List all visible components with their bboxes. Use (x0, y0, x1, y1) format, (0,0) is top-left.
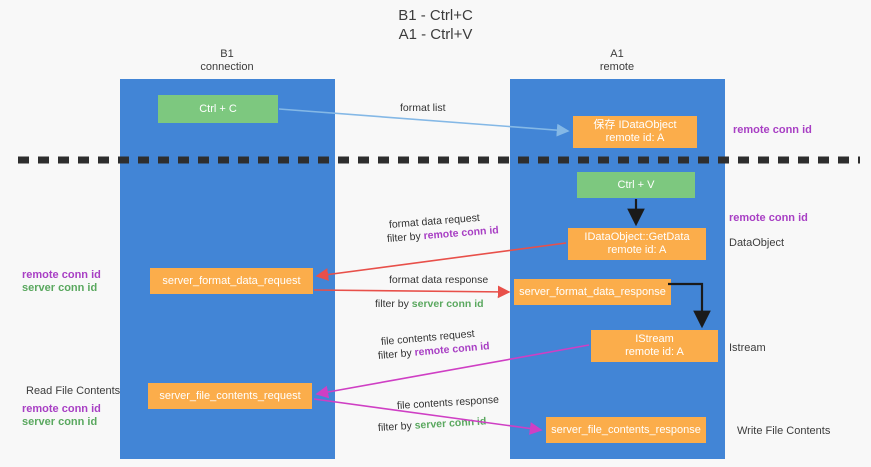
page-title: B1 - Ctrl+C A1 - Ctrl+V (0, 6, 871, 44)
edge-label-filter-prefix-3: filter by (377, 346, 416, 362)
annotation-left-remote-conn-id-mid: remote conn id (22, 269, 101, 281)
node-ctrl-v-label: Ctrl + V (617, 178, 655, 191)
node-ctrl-c-label: Ctrl + C (199, 102, 237, 115)
node-server-format-data-request[interactable]: server_format_data_request (150, 268, 313, 294)
edge-label-format-data-response-filter: filter by server conn id (375, 298, 484, 311)
column-header-a1-name: A1 (610, 48, 624, 60)
edge-label-file-contents-response-text: file contents response (396, 393, 500, 412)
node-idataobject-label: 保存 IDataObject (593, 119, 677, 131)
node-server-format-data-response[interactable]: server_format_data_response (514, 279, 671, 305)
edge-label-format-list-text: format list (400, 102, 446, 114)
node-ctrl-v[interactable]: Ctrl + V (577, 172, 695, 198)
edge-label-filter-prefix: filter by (386, 230, 425, 245)
node-idataobject-getdata[interactable]: IDataObject::GetData remote id: A (568, 228, 706, 260)
edge-label-filter-key-server-conn-id: server conn id (411, 298, 484, 310)
page-title-line-2: A1 - Ctrl+V (398, 26, 473, 43)
node-idataobject-sub: remote id: A (605, 132, 665, 144)
edge-label-format-data-response: format data response (389, 274, 488, 287)
annotation-right-remote-conn-id-top: remote conn id (733, 124, 812, 136)
annotation-left-server-conn-id-bot: server conn id (22, 416, 98, 428)
annotation-left-remote-conn-id-bot: remote conn id (22, 403, 101, 415)
edge-label-format-list: format list (400, 102, 446, 115)
node-istream-label: IStream (635, 333, 674, 345)
node-server-format-data-response-label: server_format_data_response (519, 285, 666, 298)
edge-label-filter-prefix-4: filter by (377, 419, 416, 434)
node-istream-sub: remote id: A (625, 346, 684, 358)
annotation-left-read-file-contents: Read File Contents (26, 385, 121, 397)
node-istream[interactable]: IStream remote id: A (591, 330, 718, 362)
page-title-line-1: B1 - Ctrl+C (398, 7, 473, 24)
edge-label-filter-key-server-conn-id-2: server conn id (414, 415, 487, 432)
annotation-right-dataobject: DataObject (729, 237, 785, 249)
node-getdata-sub: remote id: A (607, 244, 667, 256)
annotation-left-server-conn-id-mid: server conn id (22, 282, 98, 294)
column-header-a1: A1 remote (537, 48, 697, 74)
node-idataobject[interactable]: 保存 IDataObject remote id: A (573, 116, 697, 148)
column-header-b1-sub: connection (200, 61, 254, 73)
arrow-format-data-response (313, 285, 511, 299)
node-server-format-data-request-label: server_format_data_request (162, 274, 301, 287)
annotation-right-remote-conn-id-mid: remote conn id (729, 212, 808, 224)
node-server-file-contents-request[interactable]: server_file_contents_request (148, 383, 312, 409)
edge-label-filter-prefix-2: filter by (375, 298, 412, 310)
node-server-file-contents-response[interactable]: server_file_contents_response (546, 417, 706, 443)
annotation-right-write-file-contents: Write File Contents (737, 425, 831, 437)
node-server-file-contents-request-label: server_file_contents_request (159, 389, 301, 402)
edge-label-file-contents-response: file contents response (397, 394, 500, 413)
annotation-right-istream: Istream (729, 342, 766, 354)
edge-label-file-contents-response-filter: filter by server conn id (378, 415, 487, 435)
node-getdata-label: IDataObject::GetData (584, 231, 690, 243)
node-ctrl-c[interactable]: Ctrl + C (158, 95, 278, 123)
column-header-b1: B1 connection (147, 48, 307, 74)
column-header-a1-sub: remote (599, 61, 635, 73)
edge-label-format-data-response-text: format data response (389, 274, 489, 286)
node-server-file-contents-response-label: server_file_contents_response (551, 423, 701, 436)
column-header-b1-name: B1 (220, 48, 234, 60)
